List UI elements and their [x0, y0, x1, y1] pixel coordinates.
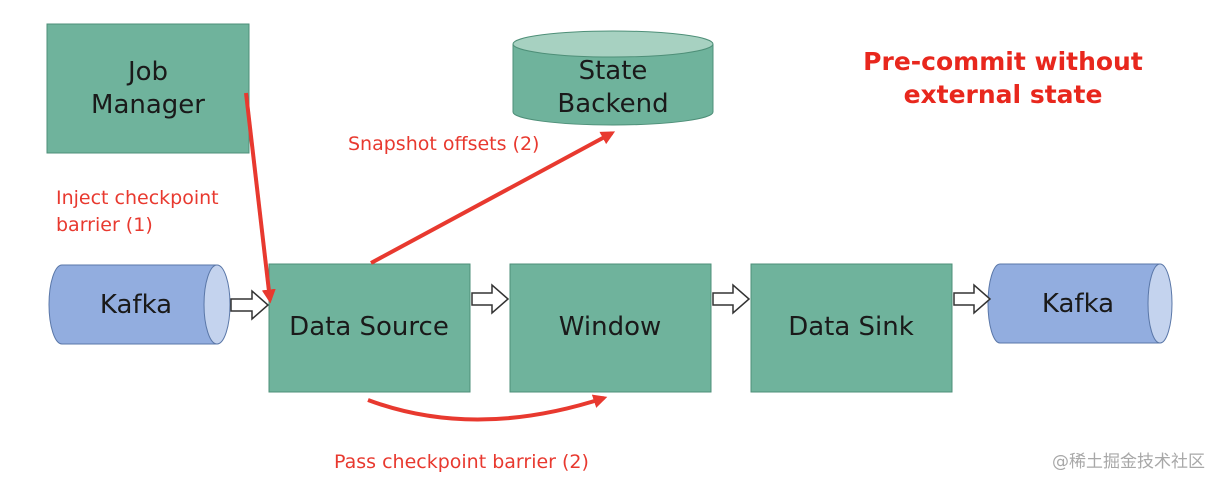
- flow-arrow-source-to-window: [471, 283, 510, 315]
- data-sink-node: Data Sink: [750, 263, 953, 393]
- kafka-source-end: [203, 264, 231, 345]
- kafka-source-label: Kafka: [100, 290, 172, 320]
- flow-arrow-sink-to-kafka: [953, 283, 992, 315]
- window-node: Window: [509, 263, 712, 393]
- state-backend-node: State Backend: [512, 30, 714, 126]
- flow-arrow-kafka-to-source: [230, 289, 270, 321]
- diagram-title: Pre-commit without external state: [863, 47, 1143, 109]
- title-line-2: external state: [904, 80, 1103, 109]
- state-backend-top: [512, 30, 714, 58]
- watermark-text: @稀土掘金技术社区: [1052, 452, 1205, 472]
- window-label: Window: [559, 312, 662, 342]
- snapshot-offsets-label: Snapshot offsets (2): [348, 133, 539, 155]
- data-source-node: Data Source: [268, 263, 471, 393]
- kafka-sink-end: [1147, 263, 1173, 344]
- pass-barrier-arrow: [367, 394, 608, 422]
- inject-barrier-label-line-2: barrier (1): [56, 214, 153, 236]
- kafka-source-node: Kafka: [48, 264, 231, 345]
- job-manager-label-line-1: Job: [126, 57, 168, 87]
- state-backend-label-line-2: Backend: [557, 89, 668, 119]
- job-manager-node: Job Manager: [46, 23, 250, 154]
- inject-barrier-arrow: [244, 92, 276, 304]
- state-backend-label-line-1: State: [579, 56, 648, 86]
- kafka-sink-label: Kafka: [1042, 289, 1114, 319]
- job-manager-label-line-2: Manager: [91, 90, 205, 120]
- title-line-1: Pre-commit without: [863, 47, 1143, 76]
- kafka-sink-node: Kafka: [987, 263, 1173, 344]
- flow-arrow-window-to-sink: [712, 283, 751, 315]
- snapshot-offsets-arrow: [370, 131, 616, 265]
- inject-barrier-label-line-1: Inject checkpoint: [56, 187, 219, 209]
- pass-barrier-label: Pass checkpoint barrier (2): [334, 451, 589, 473]
- data-source-label: Data Source: [289, 312, 449, 342]
- data-sink-label: Data Sink: [788, 312, 914, 342]
